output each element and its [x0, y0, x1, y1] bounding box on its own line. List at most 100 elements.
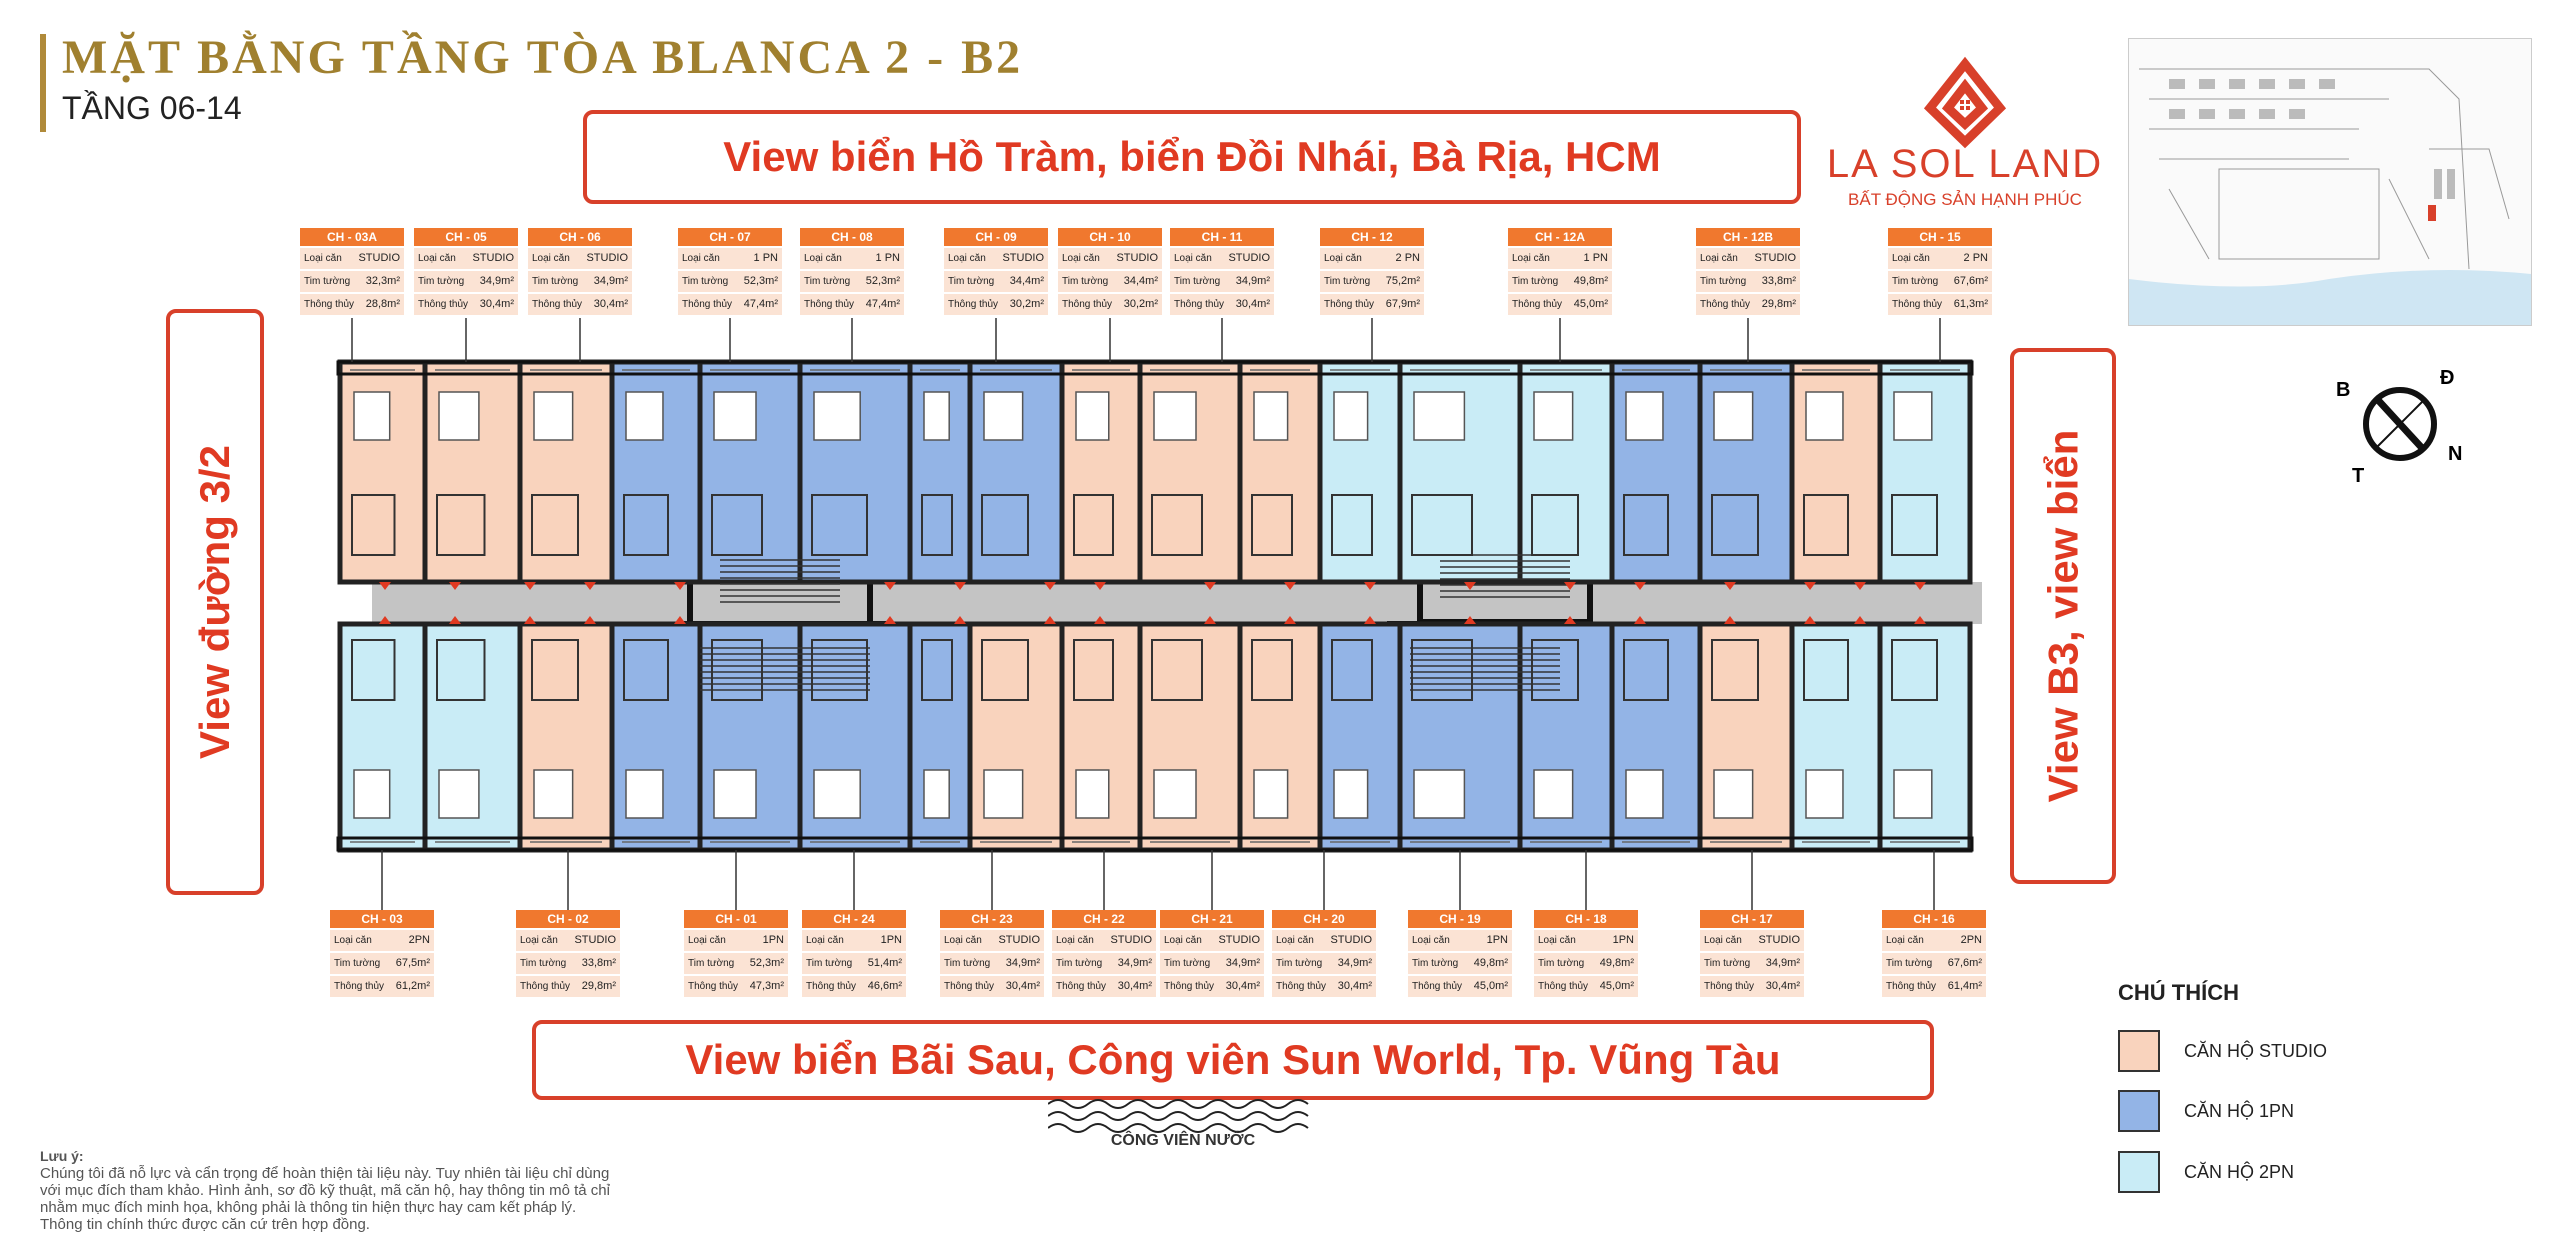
bath-icon — [921, 639, 953, 701]
clear-label: Thông thủy — [304, 299, 355, 310]
type-label: Loại căn — [1062, 253, 1100, 264]
compass-b: B — [2336, 379, 2350, 401]
unit-clear-area: 47,3m² — [749, 980, 784, 992]
bath-icon — [1623, 639, 1669, 701]
unit-wall-area: 34,9m² — [1235, 275, 1270, 287]
bed-icon — [983, 391, 1024, 441]
wall-label: Tim tường — [1056, 958, 1103, 969]
type-label: Loại căn — [806, 935, 844, 946]
entry-marker — [1364, 582, 1376, 590]
wall-label: Tim tường — [1512, 276, 1559, 287]
type-label: Loại căn — [1164, 935, 1202, 946]
unit-type: STUDIO — [1330, 934, 1372, 946]
type-label: Loại căn — [304, 253, 342, 264]
wall-label: Tim tường — [682, 276, 729, 287]
entry-marker — [1804, 616, 1816, 624]
bed-icon — [813, 391, 861, 441]
unit-clear-area: 30,4m² — [593, 298, 628, 310]
unit-type-row: Loại căn STUDIO — [1052, 928, 1156, 951]
type-label: Loại căn — [948, 253, 986, 264]
legend-label-studio: CĂN HỘ STUDIO — [2184, 1040, 2328, 1061]
clear-label: Thông thủy — [948, 299, 999, 310]
clear-label: Thông thủy — [1704, 981, 1755, 992]
compass: B Đ N T — [2330, 360, 2470, 490]
compass-n: N — [2448, 443, 2462, 465]
legend-item-2pn: CĂN HỘ 2PN — [2118, 1151, 2294, 1193]
bed-icon — [1333, 391, 1369, 441]
unit-type: STUDIO — [574, 934, 616, 946]
type-label: Loại căn — [682, 253, 720, 264]
clear-label: Thông thủy — [520, 981, 571, 992]
bed-icon — [1253, 391, 1289, 441]
unit-wall-area: 34,9m² — [1005, 957, 1040, 969]
clear-label: Thông thủy — [1062, 299, 1113, 310]
bath-icon — [531, 639, 579, 701]
unit-wall-area: 34,9m² — [1765, 957, 1800, 969]
bed-icon — [625, 391, 664, 441]
bath-icon — [1531, 639, 1579, 701]
type-label: Loại căn — [1056, 935, 1094, 946]
bed-icon — [1533, 391, 1574, 441]
unit-code: CH - 05 — [414, 228, 518, 246]
waves-icon — [1047, 1099, 1309, 1133]
wall-label: Tim tường — [804, 276, 851, 287]
view-right-box: View B3, view biển — [2010, 348, 2116, 884]
entry-marker — [1284, 582, 1296, 590]
bed-icon — [1075, 769, 1110, 819]
bath-icon — [351, 639, 396, 701]
unit-code: CH - 20 — [1272, 910, 1376, 928]
disclaimer-note: Lưu ý: Chúng tôi đã nỗ lực và cẩn trọng … — [40, 1148, 650, 1233]
unit-code: CH - 22 — [1052, 910, 1156, 928]
bed-icon — [1805, 391, 1844, 441]
entry-marker — [1564, 616, 1576, 624]
unit-code: CH - 19 — [1408, 910, 1512, 928]
view-bottom-label: View biển Bãi Sau, Công viên Sun World, … — [532, 1020, 1934, 1100]
bath-icon — [981, 639, 1029, 701]
wall-label: Tim tường — [1412, 958, 1459, 969]
entry-marker — [1284, 616, 1296, 624]
bath-icon — [1411, 639, 1473, 701]
logo-mark-icon — [1923, 56, 2007, 149]
bed-icon — [1153, 391, 1197, 441]
legend-item-1pn: CĂN HỘ 1PN — [2118, 1090, 2294, 1132]
unit-clear-area: 61,3m² — [1953, 298, 1988, 310]
entry-marker — [884, 582, 896, 590]
unit-type: STUDIO — [1110, 934, 1152, 946]
bed-icon — [923, 391, 950, 441]
bed-icon — [1253, 769, 1289, 819]
type-label: Loại căn — [1538, 935, 1576, 946]
bath-icon — [1073, 494, 1114, 556]
wall-label: Tim tường — [1886, 958, 1933, 969]
unit-type: STUDIO — [358, 252, 400, 264]
unit-wall-area: 67,5m² — [395, 957, 430, 969]
bath-icon — [1073, 639, 1114, 701]
unit-code: CH - 03A — [300, 228, 404, 246]
unit-type: 1PN — [880, 934, 902, 946]
entry-marker — [1724, 616, 1736, 624]
wall-label: Tim tường — [304, 276, 351, 287]
